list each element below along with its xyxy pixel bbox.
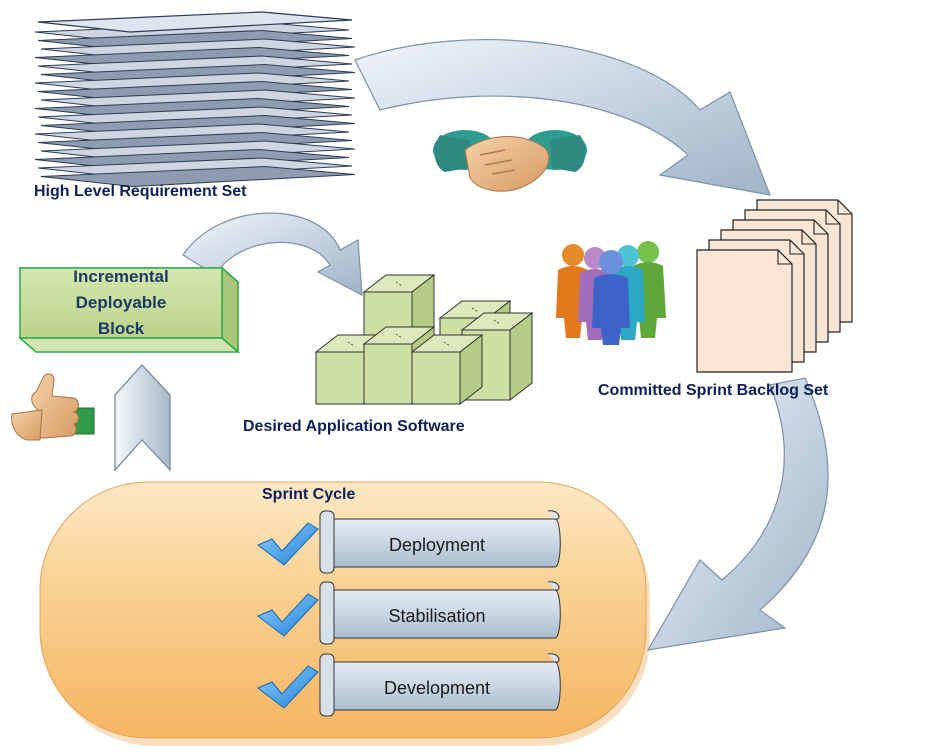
stage-label-development: Development	[383, 678, 491, 698]
incremental-label-line2: Deployable	[75, 293, 167, 312]
cubes-icon	[314, 273, 534, 406]
label-desired-application-software: Desired Application Software	[243, 418, 465, 435]
handshake-icon	[433, 130, 587, 192]
label-high-level-requirement-set: High Level Requirement Set	[34, 183, 247, 200]
incremental-block-label: Incremental Deployable Block	[20, 264, 222, 342]
checkmark-icon	[257, 665, 319, 709]
paper-sheet	[40, 165, 356, 188]
backlog-page	[696, 249, 793, 373]
backlog-pages-icon	[696, 199, 853, 373]
cube	[315, 351, 365, 405]
curved-arrow-top	[354, 39, 771, 196]
checkmark-icon	[257, 593, 319, 637]
curved-arrow-small	[182, 212, 363, 297]
stage-label-deployment: Deployment	[388, 535, 486, 555]
checkmark-icon	[257, 522, 319, 566]
paper-sheet-top	[37, 11, 353, 33]
paper-stack-icon	[34, 11, 356, 188]
people-group-icon	[556, 241, 666, 345]
label-sprint-cycle: Sprint Cycle	[262, 486, 356, 503]
cube	[411, 351, 461, 405]
incremental-label-line3: Block	[97, 319, 145, 338]
cube	[363, 343, 413, 405]
label-committed-sprint-backlog-set: Committed Sprint Backlog Set	[598, 382, 829, 399]
incremental-block	[18, 266, 240, 354]
curved-arrow-right	[646, 377, 829, 651]
incremental-label-line1: Incremental	[73, 267, 169, 286]
stage-label-stabilisation: Stabilisation	[388, 606, 486, 626]
thumbs-up-icon	[11, 373, 95, 441]
chevron-up-icon	[114, 364, 171, 472]
